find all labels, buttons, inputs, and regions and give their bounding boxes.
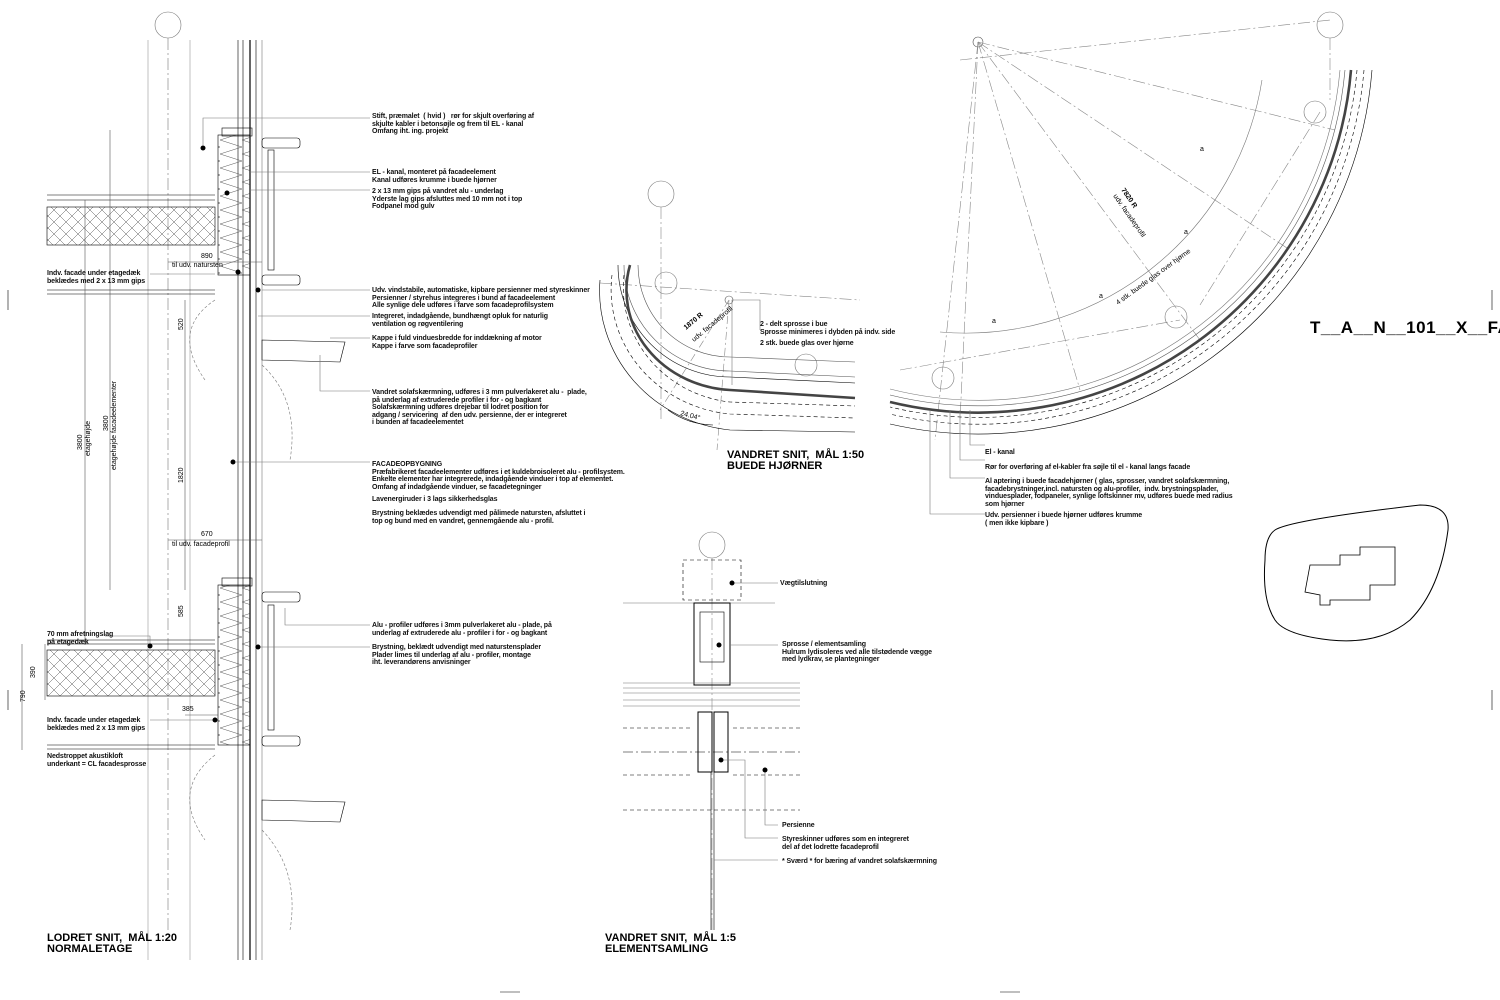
label-inner-facade-lower: Indv. facade under etagedæk beklædes med…: [47, 717, 146, 732]
note-facade-build-up: FACADEOPBYGNING Præfabrikeret facadeelem…: [372, 461, 625, 491]
note-curved-glass: 2 stk. buede glas over hjørne: [760, 340, 854, 347]
segment-label-a: a: [992, 318, 996, 325]
note-sun-shading: Vandret solafskærmning, udføres i 3 mm p…: [372, 389, 587, 427]
joint-leader-dots: [716, 580, 768, 773]
label-acoustic-ceiling: Nedstroppet akustikloft underkant = CL f…: [47, 753, 147, 768]
note-el-kanal: El - kanal: [985, 449, 1015, 456]
large-corner-plan: [889, 11, 1373, 515]
grid-bubble: [698, 531, 726, 559]
segment-label-a: a: [1200, 146, 1204, 153]
leader-dots: [147, 145, 261, 723]
dim-890-note: til udv. natursten: [172, 262, 223, 269]
glass-count-note: 4 stk. buede glas over hjørne: [1115, 248, 1192, 307]
grid-bubble: [1316, 11, 1344, 39]
note-sword-bracket: * Sværd * for bæring af vandret solafskæ…: [782, 858, 937, 865]
vertical-section-drawing: [21, 11, 370, 960]
radius-1870-note: udv. facadeprofil: [691, 305, 735, 343]
note-blind: Persienne: [782, 822, 815, 829]
note-mullion-joint: Sprosse / elementsamling Hulrum lydisole…: [782, 641, 932, 664]
note-wall-connection: Vægtilslutning: [780, 580, 828, 587]
sheet-number: T__A__N__101__X__FAC: [1310, 318, 1500, 337]
note-blinds: Udv. vindstabile, automatiske, kipbare p…: [372, 287, 590, 310]
grid-bubble: [794, 353, 818, 377]
dim-890: 890: [201, 253, 213, 260]
note-el-channel: EL - kanal, monteret på facadeelement Ka…: [372, 169, 497, 184]
note-parapet-stone: Brystning beklædes udvendigt med pålimed…: [372, 510, 586, 525]
dim-670: 670: [201, 531, 213, 538]
dim-3800-element-note: etagehøjde facadeelementer: [111, 380, 118, 470]
note-cable-pipe: Rør for overføring af el-kabler fra søjl…: [985, 464, 1191, 471]
title-vertical-section: LODRET SNIT, MÅL 1:20 NORMALETAGE: [47, 932, 177, 955]
grid-bubble: [654, 271, 678, 295]
dim-385: 385: [182, 706, 194, 713]
label-inner-facade-upper: Indv. facade under etagedæk beklædes med…: [47, 270, 146, 285]
site-key-plan: [1264, 504, 1449, 642]
dim-585: 585: [178, 605, 185, 617]
title-joint-section: VANDRET SNIT, MÅL 1:5 ELEMENTSAMLING: [605, 932, 736, 955]
title-corner-section: VANDRET SNIT, MÅL 1:50 BUEDE HJØRNER: [727, 449, 865, 472]
grid-bubble: [154, 11, 182, 39]
element-joint-plan: [623, 531, 800, 930]
dim-3800-floor: 3800: [77, 434, 84, 450]
dim-3800-floor-note: etagehøjde: [85, 421, 92, 456]
dim-520: 520: [178, 318, 185, 330]
sheet-border-marks: [7, 290, 1493, 993]
grid-bubble: [1303, 100, 1327, 124]
note-gypsum: 2 x 13 mm gips på vandret alu - underlag…: [372, 188, 523, 211]
grid-bubble: [1164, 305, 1188, 329]
segment-label-a: a: [1184, 229, 1188, 236]
note-vent-window: Integreret, indadgående, bundhængt opluk…: [372, 313, 548, 328]
segment-label-a: a: [1099, 293, 1103, 300]
dim-390: 390: [30, 666, 37, 678]
note-glazing: Lavenergiruder i 3 lags sikkerhedsglas: [372, 496, 498, 503]
note-motor-cover: Kappe i fuld vinduesbredde for inddæknin…: [372, 335, 542, 350]
grid-bubble: [647, 180, 675, 208]
note-corner-fittings: Al aptering i buede facadehjørner ( glas…: [985, 478, 1233, 508]
note-split-mullion: 2 - delt sprosse i bue Sprosse minimeres…: [760, 321, 896, 336]
dim-670-note: til udv. facadeprofil: [172, 541, 230, 548]
note-parapet-cladding: Brystning, beklædt udvendigt med naturst…: [372, 644, 541, 667]
grid-bubble: [931, 366, 955, 390]
small-corner-plan: [599, 180, 861, 451]
note-guide-rails: Styreskinner udføres som en integreret d…: [782, 836, 909, 851]
note-curved-blinds: Udv. persienner i buede hjørner udføres …: [985, 512, 1143, 527]
large-corner-labels: 7820 R udv. facadeprofil 4 stk. buede gl…: [992, 146, 1204, 325]
dim-790: 790: [20, 690, 27, 702]
dim-1820: 1820: [178, 467, 185, 483]
note-alu-profiles: Alu - profiler udføres i 3mm pulverlaker…: [372, 622, 552, 637]
label-screed: 70 mm afretningslag på etagedæk: [47, 631, 114, 646]
dim-3800-element: 3800: [103, 415, 110, 431]
note-cable-tube: Stift, præmalet ( hvid ) rør for skjult …: [372, 113, 535, 136]
vertical-section-dimensions: 890 til udv. natursten 520 1820 670 til …: [20, 253, 230, 713]
small-corner-labels: 1870 R udv. facadeprofil 24.04°: [679, 305, 734, 422]
